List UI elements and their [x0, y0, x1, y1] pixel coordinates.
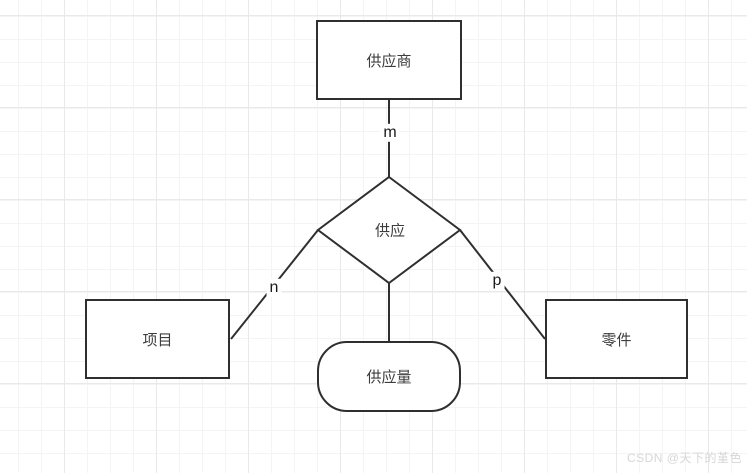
- entity-supplier: 供应商: [316, 20, 462, 100]
- attribute-supply-quantity: 供应量: [317, 341, 461, 412]
- entity-supplier-label: 供应商: [366, 52, 412, 70]
- entity-part-label: 零件: [601, 331, 632, 349]
- entity-project: 项目: [85, 299, 230, 379]
- edge-label-m: m: [380, 123, 400, 143]
- watermark: CSDN @天下的堇色: [626, 451, 742, 465]
- edge-label-n: n: [266, 278, 282, 298]
- entity-project-label: 项目: [142, 331, 173, 349]
- attribute-supply-quantity-label: 供应量: [366, 369, 412, 386]
- relationship-supply-label: 供应: [374, 222, 406, 240]
- relationship-diamond-shape: [316, 175, 462, 285]
- entity-part: 零件: [545, 299, 688, 379]
- edge-label-p: p: [489, 271, 505, 291]
